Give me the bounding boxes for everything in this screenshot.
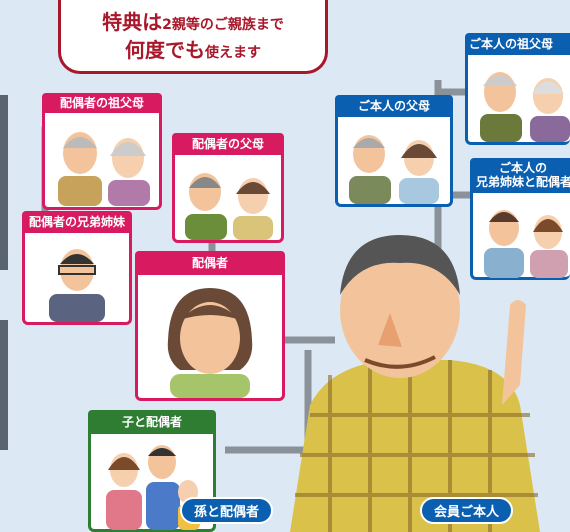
left-edge-bar (0, 320, 8, 450)
own-parents-label: ご本人の父母 (335, 95, 453, 118)
headline-line2-big: 何度でも (125, 38, 205, 62)
own-parents-illustration (349, 135, 439, 204)
grandparents-illustration (58, 132, 150, 206)
own-grandparents-label: ご本人の祖父母 (465, 33, 570, 56)
member-illustration (290, 235, 540, 532)
headline-line1-big: 特典は (102, 10, 163, 34)
own-siblings-label: ご本人の 兄弟姉妹と配偶者 (470, 158, 570, 193)
parents-illustration (185, 173, 273, 240)
own-siblings-label-line2: 兄弟姉妹と配偶者 (476, 175, 570, 190)
headline-line2-small: 使えます (205, 45, 261, 61)
own-siblings-illustration (484, 210, 568, 278)
benefit-headline: 特典は2親等のご親族まで 何度でも使えます (58, 0, 328, 74)
sibling-illustration (49, 249, 105, 322)
child-spouse-label: 子と配偶者 (88, 410, 216, 435)
headline-line1-small: 2親等のご親族まで (162, 17, 284, 33)
own-grandparents-illustration (480, 72, 570, 142)
child-family-illustration (106, 445, 200, 530)
member-label: 会員ご本人 (420, 497, 514, 524)
left-edge-bar (0, 95, 8, 270)
spouse-parents-label: 配偶者の父母 (172, 133, 284, 156)
spouse-siblings-label: 配偶者の兄弟姉妹 (22, 211, 132, 234)
own-siblings-label-line1: ご本人の (498, 161, 547, 175)
spouse-label: 配偶者 (135, 251, 285, 276)
spouse-grandparents-label: 配偶者の祖父母 (42, 93, 162, 114)
spouse-illustration (167, 288, 253, 398)
grandchild-spouse-label: 孫と配偶者 (180, 497, 274, 524)
